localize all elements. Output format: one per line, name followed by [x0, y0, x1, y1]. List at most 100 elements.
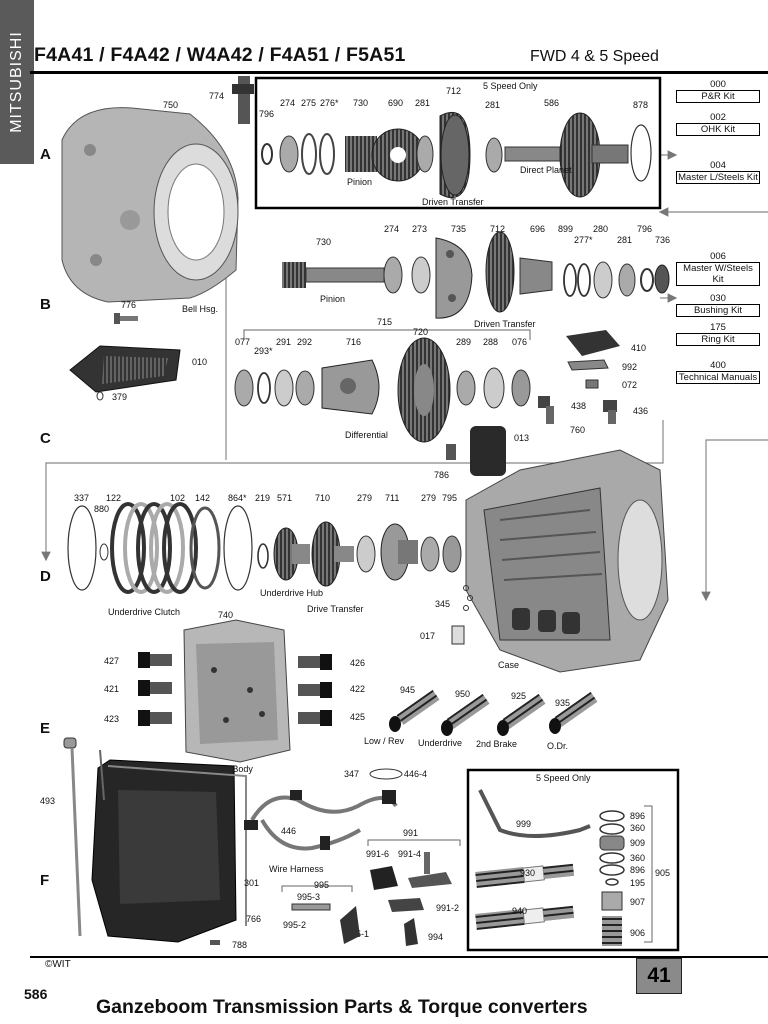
accumulators [389, 689, 598, 736]
callout-422: 422 [350, 684, 365, 694]
label-pinion-a: Pinion [347, 177, 372, 187]
o-ring-379 [96, 391, 104, 401]
callout-279-d2: 279 [421, 493, 436, 503]
callout-907: 907 [630, 897, 645, 907]
section-label-c: C [40, 430, 51, 447]
callout-277: 277* [574, 235, 593, 245]
callout-896-2: 896 [630, 865, 645, 875]
solenoids [138, 652, 332, 726]
callout-864: 864* [228, 493, 247, 503]
callout-076: 076 [512, 337, 527, 347]
callout-690: 690 [388, 98, 403, 108]
kit-label: Master W/Steels Kit [676, 262, 760, 286]
callout-736: 736 [655, 235, 670, 245]
callout-786: 786 [434, 470, 449, 480]
callout-279-d1: 279 [357, 493, 372, 503]
manual-shift-parts [291, 852, 452, 946]
callout-017: 017 [420, 631, 435, 641]
callout-379: 379 [112, 392, 127, 402]
callout-301: 301 [244, 878, 259, 888]
page-subtitle: FWD 4 & 5 Speed [530, 48, 659, 65]
callout-715: 715 [377, 317, 392, 327]
callout-940: 940 [512, 906, 527, 916]
bolt-776 [114, 313, 138, 324]
callout-426: 426 [350, 658, 365, 668]
bracket-991 [367, 839, 461, 846]
callout-740: 740 [218, 610, 233, 620]
callout-337: 337 [74, 493, 89, 503]
bracket-715 [243, 329, 531, 340]
label-direct-planet: Direct Planet [520, 165, 572, 175]
callout-425: 425 [350, 712, 365, 722]
kit-number: 400 [710, 360, 726, 371]
callout-446-4: 446-4 [404, 769, 427, 779]
section-label-e: E [40, 720, 51, 737]
footer-rule [30, 956, 768, 958]
callout-735: 735 [451, 224, 466, 234]
callout-796-a: 796 [259, 109, 274, 119]
callout-072: 072 [622, 380, 637, 390]
callout-410: 410 [631, 343, 646, 353]
callout-292: 292 [297, 337, 312, 347]
callout-273: 273 [412, 224, 427, 234]
section-label-a: A [40, 146, 51, 163]
label-driven-transfer-a: Driven Transfer [422, 197, 484, 207]
callout-995-3: 995-3 [297, 892, 320, 902]
case-760 [465, 449, 669, 673]
section-label-f: F [40, 872, 50, 889]
kit-number: 004 [710, 160, 726, 171]
callout-281-b: 281 [617, 235, 632, 245]
callout-288: 288 [483, 337, 498, 347]
callout-925: 925 [511, 691, 526, 701]
label-2nd-brake: 2nd Brake [476, 739, 517, 749]
callout-291: 291 [276, 337, 291, 347]
label-case: Case [498, 660, 519, 670]
callout-446: 446 [281, 826, 296, 836]
oil-pan-301 [91, 749, 247, 943]
callout-909: 909 [630, 838, 645, 848]
callout-945: 945 [400, 685, 415, 695]
copyright: ©WIT [45, 959, 71, 970]
kit-label: OHK Kit [676, 123, 760, 136]
callout-360-2: 360 [630, 853, 645, 863]
callout-013: 013 [514, 433, 529, 443]
callout-360-1: 360 [630, 823, 645, 833]
callout-219: 219 [255, 493, 270, 503]
callout-788: 788 [232, 940, 247, 950]
callout-711: 711 [385, 493, 399, 503]
wire-harness-446 [244, 790, 398, 851]
label-bell-housing: Bell Hsg. [182, 304, 218, 314]
bell-housing-750 [61, 107, 239, 303]
label-wire-harness: Wire Harness [269, 864, 324, 874]
five-speed-only-box-top [254, 76, 662, 210]
dipstick-493 [63, 737, 82, 937]
callout-766: 766 [246, 914, 261, 924]
label-driven-transfer-b: Driven Transfer [474, 319, 536, 329]
callout-274-a: 274 [280, 98, 295, 108]
callout-712-b: 712 [490, 224, 505, 234]
row-d-parts [67, 502, 473, 645]
callout-730-b: 730 [316, 237, 331, 247]
callout-421: 421 [104, 684, 119, 694]
section-label-b: B [40, 296, 51, 313]
small-parts-c [446, 330, 620, 476]
label-differential: Differential [345, 430, 388, 440]
label-drive-transfer: Drive Transfer [307, 604, 364, 614]
valve-body-740 [183, 619, 291, 763]
callout-347: 347 [344, 769, 359, 779]
row-a-parts [261, 111, 652, 199]
callout-776: 776 [121, 300, 136, 310]
callout-995-2: 995-2 [283, 920, 306, 930]
bracket-995 [281, 885, 353, 892]
callout-994: 994 [428, 932, 443, 942]
kit-number: 006 [710, 251, 726, 262]
callout-905: 905 [655, 868, 670, 878]
callout-281-a1: 281 [415, 98, 430, 108]
underdrive-clutch-pack [110, 502, 198, 594]
